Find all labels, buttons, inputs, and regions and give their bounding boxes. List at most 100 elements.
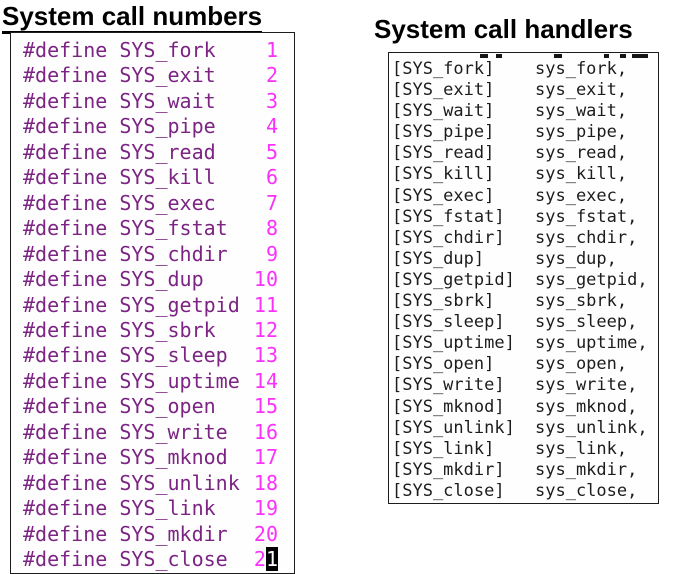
define-text: #define SYS_kill	[23, 165, 216, 190]
define-row: #define SYS_mkdir 20	[23, 522, 278, 547]
handler-name: sys_sleep,	[535, 312, 638, 333]
define-row: #define SYS_exit 2	[23, 63, 278, 88]
handler-row: [SYS_fork] sys_fork,	[392, 59, 654, 80]
syscall-key: [SYS_fork]	[392, 59, 495, 79]
handler-row: [SYS_close] sys_close,	[392, 481, 654, 502]
handler-row: [SYS_chdir] sys_chdir,	[392, 228, 654, 249]
define-row: #define SYS_exec 7	[23, 191, 278, 216]
define-row: #define SYS_open 15	[23, 394, 278, 419]
define-row: #define SYS_fork 1	[23, 38, 278, 63]
block-cursor: 1	[265, 547, 278, 572]
syscall-number: 3	[265, 88, 278, 113]
handler-name: sys_pipe,	[535, 122, 628, 143]
define-text: #define SYS_exit	[23, 63, 216, 88]
define-text: #define SYS_open	[23, 394, 216, 419]
define-text: #define SYS_write	[23, 419, 228, 444]
define-text: #define SYS_getpid	[23, 292, 240, 317]
syscall-key: [SYS_sbrk]	[392, 291, 495, 312]
define-text: #define SYS_mkdir	[23, 521, 228, 546]
handler-row: [SYS_read] sys_read,	[392, 143, 654, 164]
left-panel-title: System call numbers	[2, 2, 263, 34]
handler-row: [SYS_getpid] sys_getpid,	[392, 270, 654, 291]
syscall-key: [SYS_pipe]	[392, 122, 495, 143]
handler-name: sys_exit,	[535, 80, 628, 101]
handler-name: sys_fork,	[535, 59, 628, 79]
define-row: #define SYS_sbrk 12	[23, 318, 278, 343]
syscall-number: 18	[253, 470, 278, 495]
define-row: #define SYS_uptime 14	[23, 369, 278, 394]
define-row: #define SYS_dup 10	[23, 267, 278, 292]
handler-row: [SYS_link] sys_link,	[392, 439, 654, 460]
define-text: #define SYS_chdir	[23, 241, 228, 266]
define-row: #define SYS_link 19	[23, 496, 278, 521]
syscall-key: [SYS_chdir]	[392, 227, 505, 248]
define-text: #define SYS_sleep	[23, 343, 228, 368]
syscall-key: [SYS_wait]	[392, 101, 495, 122]
syscall-key: [SYS_kill]	[392, 164, 495, 185]
handler-name: sys_chdir,	[535, 227, 638, 248]
define-text: #define SYS_wait	[23, 88, 216, 113]
handler-name: sys_read,	[535, 143, 628, 164]
syscall-key: [SYS_sleep]	[392, 312, 505, 333]
syscall-key: [SYS_mkdir]	[392, 459, 505, 480]
handler-name: sys_uptime,	[535, 333, 648, 354]
define-row: #define SYS_wait 3	[23, 89, 278, 114]
syscall-number: 6	[265, 165, 278, 190]
handler-name: sys_fstat,	[535, 206, 638, 227]
syscall-number: 14	[253, 368, 278, 393]
syscall-key: [SYS_fstat]	[392, 206, 505, 227]
syscall-key: [SYS_link]	[392, 438, 495, 459]
handler-name: sys_link,	[535, 438, 628, 459]
define-row: #define SYS_kill 6	[23, 165, 278, 190]
handler-row: [SYS_sleep] sys_sleep,	[392, 312, 654, 333]
handler-row: [SYS_kill] sys_kill,	[392, 164, 654, 185]
handler-row: [SYS_unlink] sys_unlink,	[392, 418, 654, 439]
handler-name: sys_unlink,	[535, 417, 648, 438]
syscall-key: [SYS_mknod]	[392, 396, 505, 417]
syscall-number: 10	[253, 267, 278, 292]
syscall-number: 2	[265, 63, 278, 88]
handler-row: [SYS_fstat] sys_fstat,	[392, 207, 654, 228]
handler-name: sys_exec,	[535, 185, 628, 206]
handler-row: [SYS_mknod] sys_mknod,	[392, 397, 654, 418]
syscall-number: 12	[253, 317, 278, 342]
clipped-text-fragments	[392, 53, 654, 59]
handler-row: [SYS_open] sys_open,	[392, 354, 654, 375]
handler-row: [SYS_write] sys_write,	[392, 375, 654, 396]
syscall-number: 7	[265, 190, 278, 215]
define-text: #define SYS_dup	[23, 267, 204, 292]
handler-name: sys_mkdir,	[535, 459, 638, 480]
define-row: #define SYS_pipe 4	[23, 114, 278, 139]
handler-name: sys_dup,	[535, 248, 617, 269]
syscall-number: 11	[253, 292, 278, 317]
syscall-key: [SYS_unlink]	[392, 417, 515, 438]
define-row: #define SYS_mknod 17	[23, 445, 278, 470]
syscall-number: 15	[253, 394, 278, 419]
syscall-key: [SYS_close]	[392, 480, 505, 501]
define-row: #define SYS_write 16	[23, 420, 278, 445]
handler-name: sys_open,	[535, 354, 628, 375]
define-row: #define SYS_unlink 18	[23, 471, 278, 496]
define-text: #define SYS_fstat	[23, 216, 228, 241]
syscall-number: 5	[265, 139, 278, 164]
handler-row: [SYS_exec] sys_exec,	[392, 186, 654, 207]
syscall-key: [SYS_getpid]	[392, 269, 515, 290]
define-row: #define SYS_getpid 11	[23, 293, 278, 318]
define-text: #define SYS_fork	[23, 38, 216, 62]
define-row: #define SYS_close 21	[23, 547, 278, 572]
define-text: #define SYS_uptime	[23, 368, 240, 393]
handler-row: [SYS_exit] sys_exit,	[392, 80, 654, 101]
handler-row: [SYS_uptime] sys_uptime,	[392, 333, 654, 354]
syscall-numbers-codebox: #define SYS_fork 1 #define SYS_exit 2 #d…	[10, 32, 295, 574]
syscall-key: [SYS_write]	[392, 375, 505, 396]
syscall-number: 8	[265, 216, 278, 241]
handler-row: [SYS_dup] sys_dup,	[392, 249, 654, 270]
define-text: #define SYS_link	[23, 496, 216, 521]
syscall-number: 21	[253, 547, 278, 572]
syscall-number: 9	[265, 241, 278, 266]
define-row: #define SYS_read 5	[23, 140, 278, 165]
handler-name: sys_sbrk,	[535, 291, 628, 312]
handler-name: sys_mknod,	[535, 396, 638, 417]
define-row: #define SYS_sleep 13	[23, 343, 278, 368]
